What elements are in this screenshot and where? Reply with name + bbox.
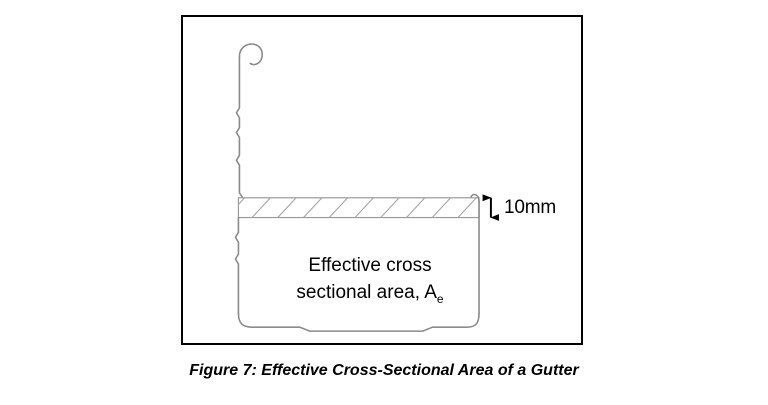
hatch-lines: [238, 197, 478, 218]
effective-area-line-2: sectional area, Ae: [250, 279, 490, 306]
hatched-band-outline: [237, 197, 480, 219]
figure-caption: Figure 7: Effective Cross-Sectional Area…: [189, 362, 579, 379]
effective-area-annotation: Effective cross sectional area, Ae: [250, 252, 490, 306]
effective-area-line-1: Effective cross: [308, 255, 432, 276]
dimension-label-10mm: 10mm: [504, 197, 556, 218]
gutter-body-outline: [234, 193, 480, 332]
effective-area-subscript: e: [436, 291, 444, 306]
gutter-cross-section-drawing: [234, 43, 500, 332]
effective-area-line-2-text: sectional area, A: [296, 282, 437, 303]
figure-border-frame: [181, 15, 583, 345]
hatched-band: [237, 197, 480, 219]
gutter-left-profile: [235, 43, 263, 200]
